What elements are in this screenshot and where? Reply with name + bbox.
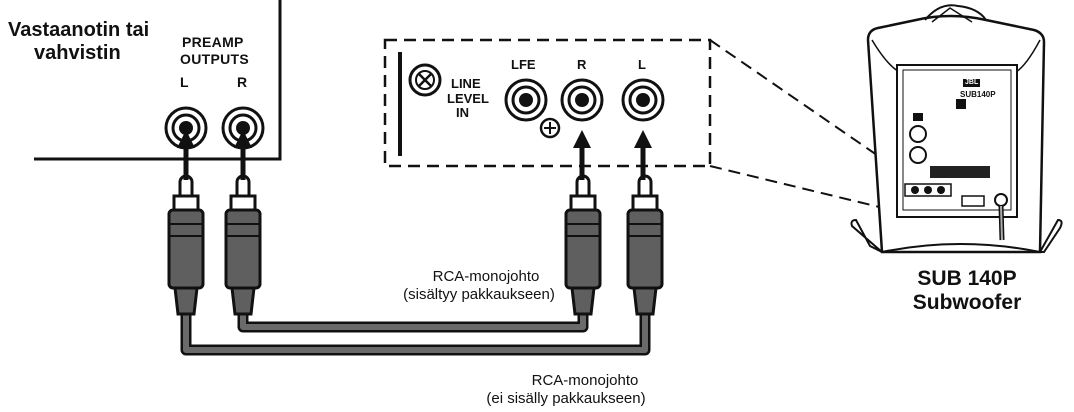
plug-sub-right [564,174,602,316]
input-jack-left [621,78,665,122]
input-left-label: L [638,57,646,72]
receiver-title-line1: Vastaanotin tai [8,19,150,41]
input-jack-right [560,78,604,122]
cable-not-included-label-line1: RCA-monojohto [531,372,639,389]
line-level-label-line1: LINE [451,76,481,91]
input-right-label: R [577,57,587,72]
preamp-label-line2: OUTPUTS [180,51,249,67]
plug-sub-left [626,174,664,316]
cable-not-included-label-line2: (ei sisälly pakkaukseen) [486,390,646,407]
small-screw-icon [539,117,561,139]
plug-receiver-right [224,174,262,316]
subwoofer-model-line2: Subwoofer [912,291,1022,314]
arrow-input-left [634,130,652,180]
subwoofer-illustration [850,4,1063,254]
line-level-label-line2: LEVEL [447,91,489,106]
receiver-panel-outline [34,0,282,161]
plug-receiver-left [167,174,205,316]
brand-logo: JBL [963,79,981,87]
panel-model-label: SUB140P [960,90,996,99]
cable-included-label-line1: RCA-monojohto [432,268,540,285]
cable-included-label-line2: (sisältyy pakkaukseen) [403,286,555,303]
receiver-title-line2: vahvistin [34,42,121,64]
receiver-left-label: L [180,74,189,90]
receiver-right-label: R [237,74,248,90]
ground-screw-icon [408,63,442,97]
preamp-label-line1: PREAMP [182,34,244,50]
input-jack-lfe [504,78,548,122]
input-panel-outline [383,38,712,168]
line-level-label-line3: IN [456,105,469,120]
lfe-label: LFE [511,57,536,72]
subwoofer-model-line1: SUB 140P [917,267,1017,290]
arrow-input-right [573,130,591,180]
